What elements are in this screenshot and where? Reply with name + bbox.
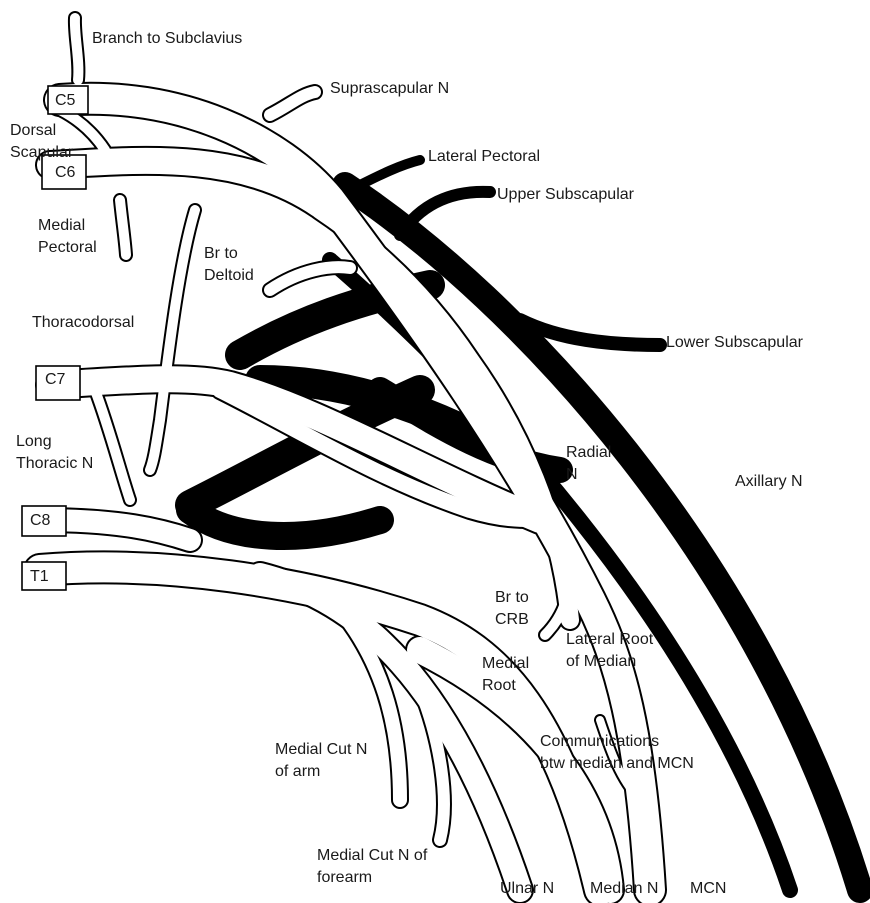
label-dorsal-scapular: Dorsal Scapular bbox=[10, 120, 73, 164]
label-c8: C8 bbox=[30, 510, 50, 532]
label-long-thoracic-n: Long Thoracic N bbox=[16, 431, 93, 475]
label-lateral-root-of-median: Lateral Root of Median bbox=[566, 629, 653, 673]
label-c5: C5 bbox=[55, 90, 75, 112]
label-medial-cut-n-of-forearm: Medial Cut N of forearm bbox=[317, 845, 427, 889]
label-c7: C7 bbox=[45, 369, 65, 391]
posterior-division-c8 bbox=[190, 510, 380, 536]
label-t1: T1 bbox=[30, 566, 49, 588]
label-medial-cut-n-of-arm: Medial Cut N of arm bbox=[275, 739, 367, 783]
label-upper-subscapular: Upper Subscapular bbox=[497, 184, 634, 206]
label-medial-pectoral: Medial Pectoral bbox=[38, 215, 97, 259]
label-ulnar-n: Ulnar N bbox=[500, 878, 554, 900]
label-br-to-crb: Br to CRB bbox=[495, 587, 529, 631]
label-mcn: MCN bbox=[690, 878, 726, 900]
lateral-pectoral-branch bbox=[360, 160, 420, 185]
label-radial-n: Radial N bbox=[566, 442, 611, 486]
label-lateral-pectoral: Lateral Pectoral bbox=[428, 146, 540, 168]
label-suprascapular-n: Suprascapular N bbox=[330, 78, 449, 100]
label-branch-to-subclavius: Branch to Subclavius bbox=[92, 28, 242, 50]
label-lower-subscapular: Lower Subscapular bbox=[666, 332, 803, 354]
label-br-to-deltoid: Br to Deltoid bbox=[204, 243, 254, 287]
label-axillary-n: Axillary N bbox=[735, 471, 803, 493]
label-communications: Communications btw median and MCN bbox=[540, 731, 694, 775]
label-median-n: Median N bbox=[590, 878, 658, 900]
label-thoracodorsal: Thoracodorsal bbox=[32, 312, 134, 334]
label-medial-root: Medial Root bbox=[482, 653, 529, 697]
label-c6: C6 bbox=[55, 162, 75, 184]
